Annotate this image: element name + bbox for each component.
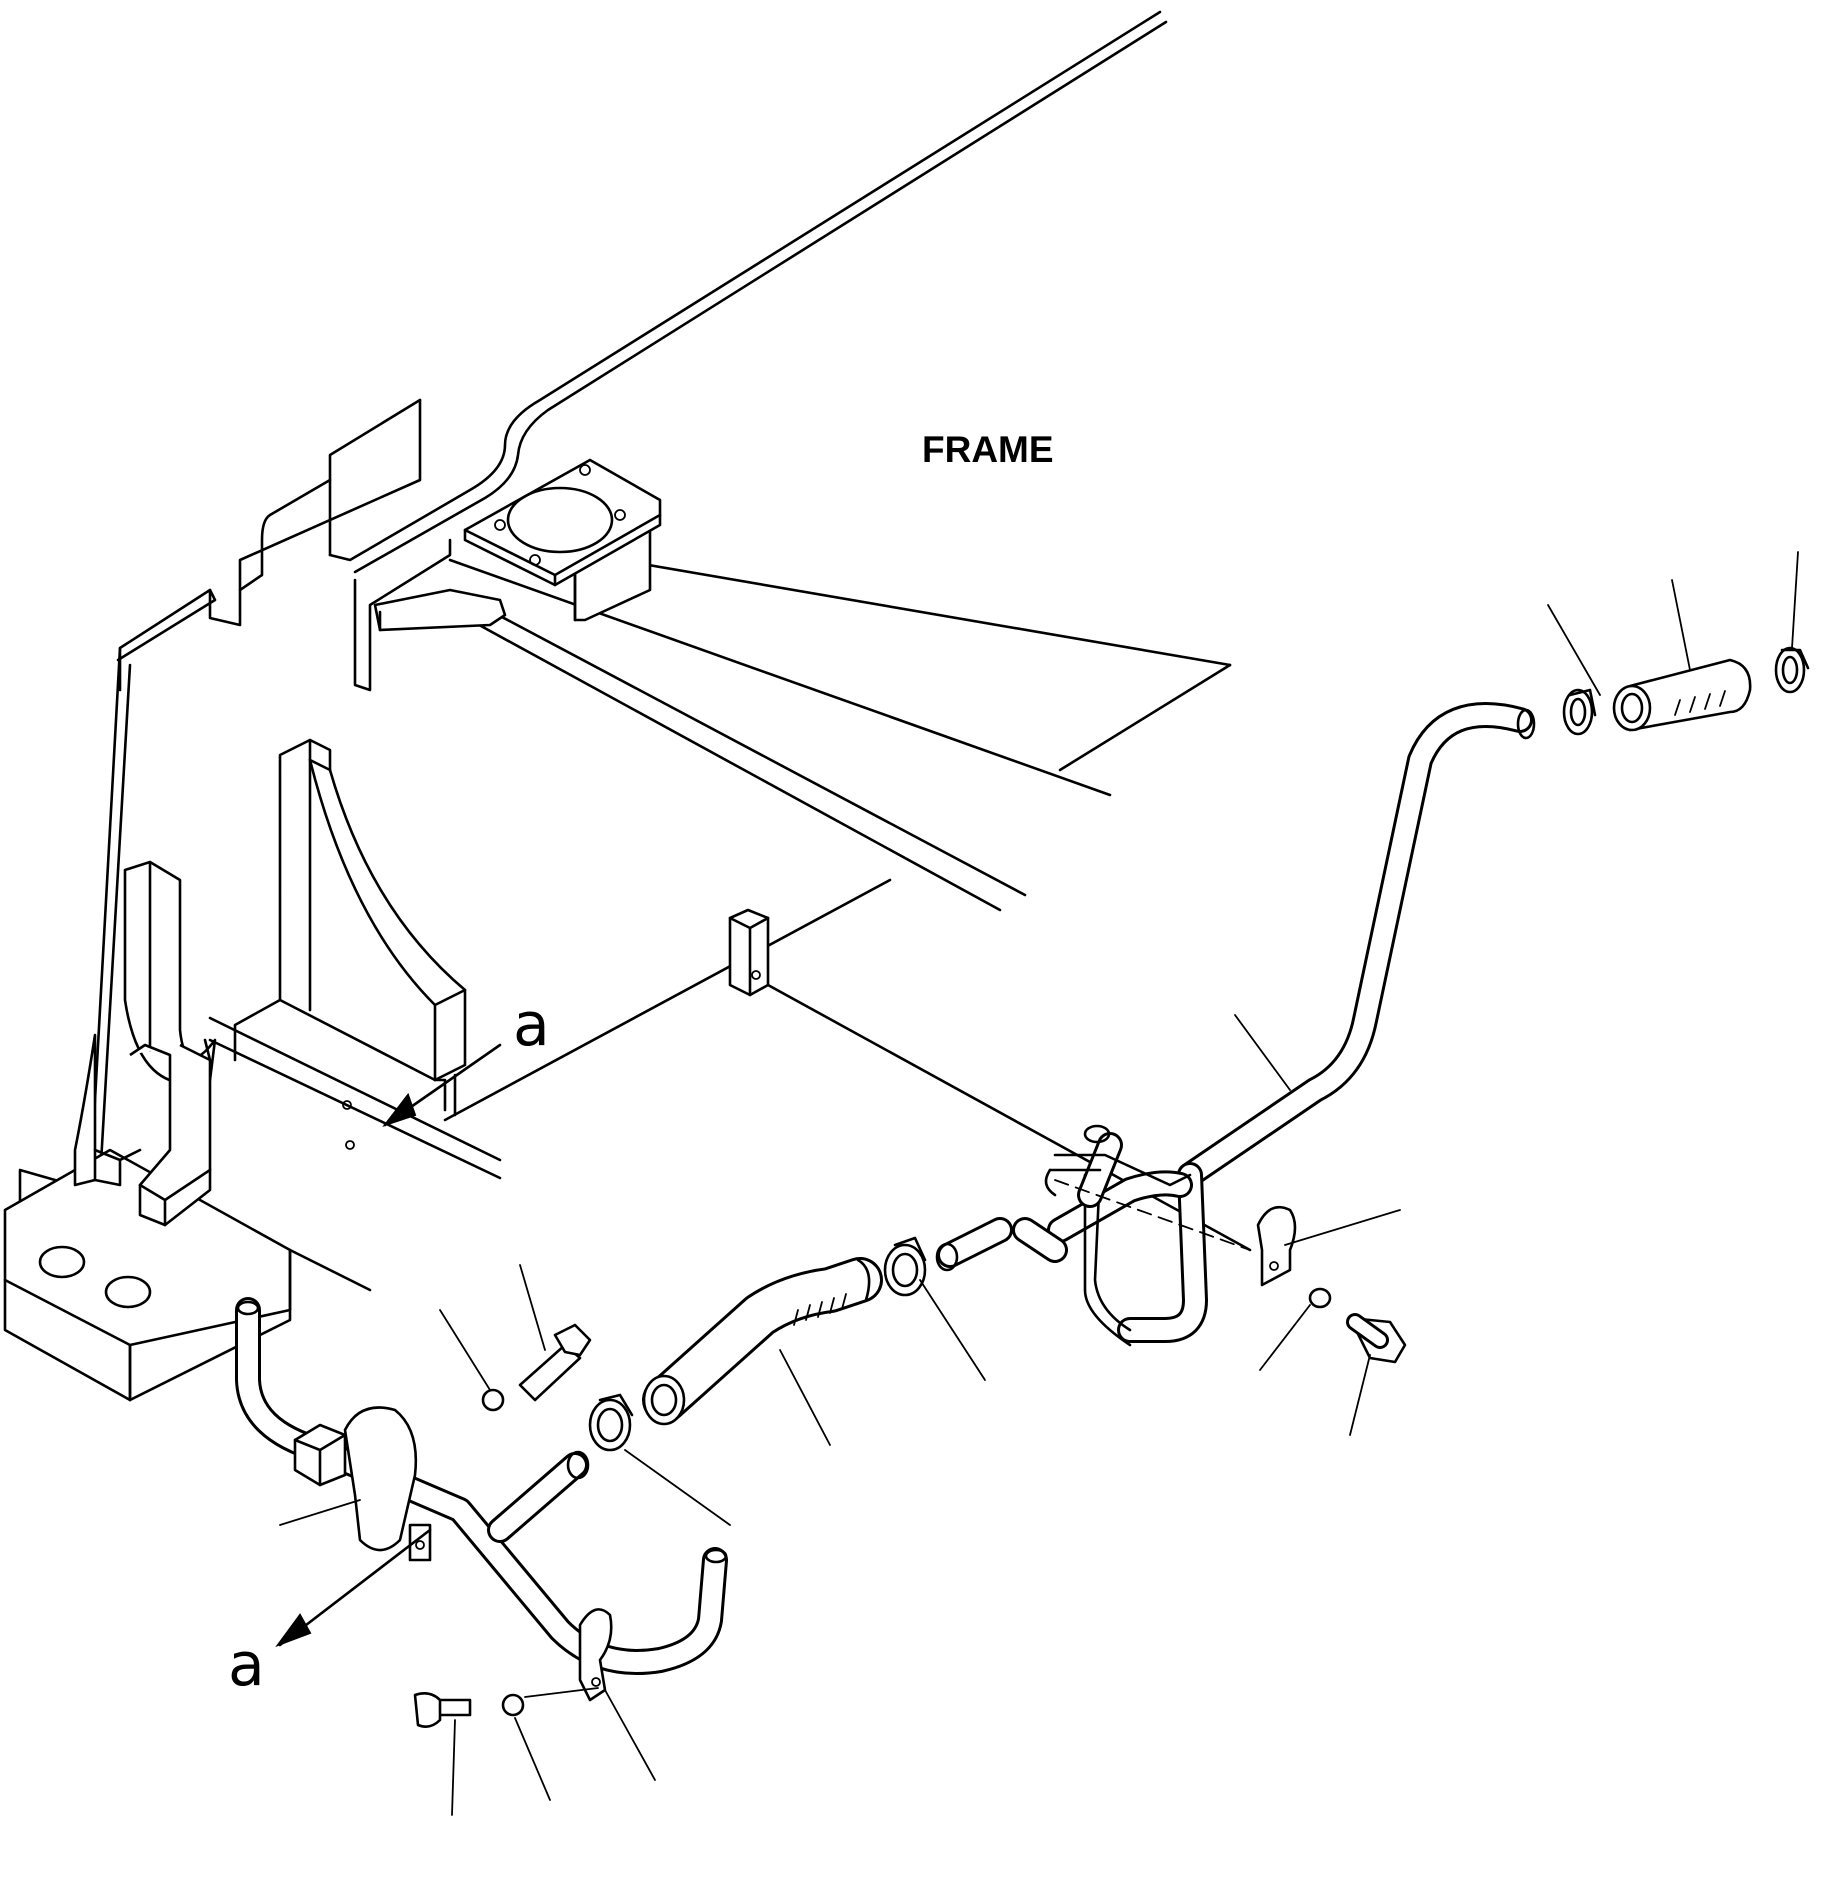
frame-label: FRAME [922,429,1054,470]
view-label-upper: a [513,990,550,1060]
frame-top-rails [118,10,1168,692]
hose-middle [588,1236,927,1452]
frame-rear-plate [353,458,1232,912]
frame-gussets [73,738,467,1227]
view-label-lower: a [228,1630,265,1700]
right-clip-and-bolt [1256,1205,1407,1364]
leader-lines [279,551,1799,1816]
heater-pipe-right [935,702,1536,1347]
heater-pipe-lower [235,1297,728,1702]
view-arrow-upper [382,1043,502,1127]
frame-cross-member [203,878,892,1180]
hose-right-assembly [1562,646,1810,736]
lower-fasteners [413,1323,599,1728]
view-arrow-lower [275,1528,432,1648]
frame-left-wall [18,398,422,1212]
frame-clip-block [728,908,1252,1252]
frame-base-plate [3,1148,372,1402]
